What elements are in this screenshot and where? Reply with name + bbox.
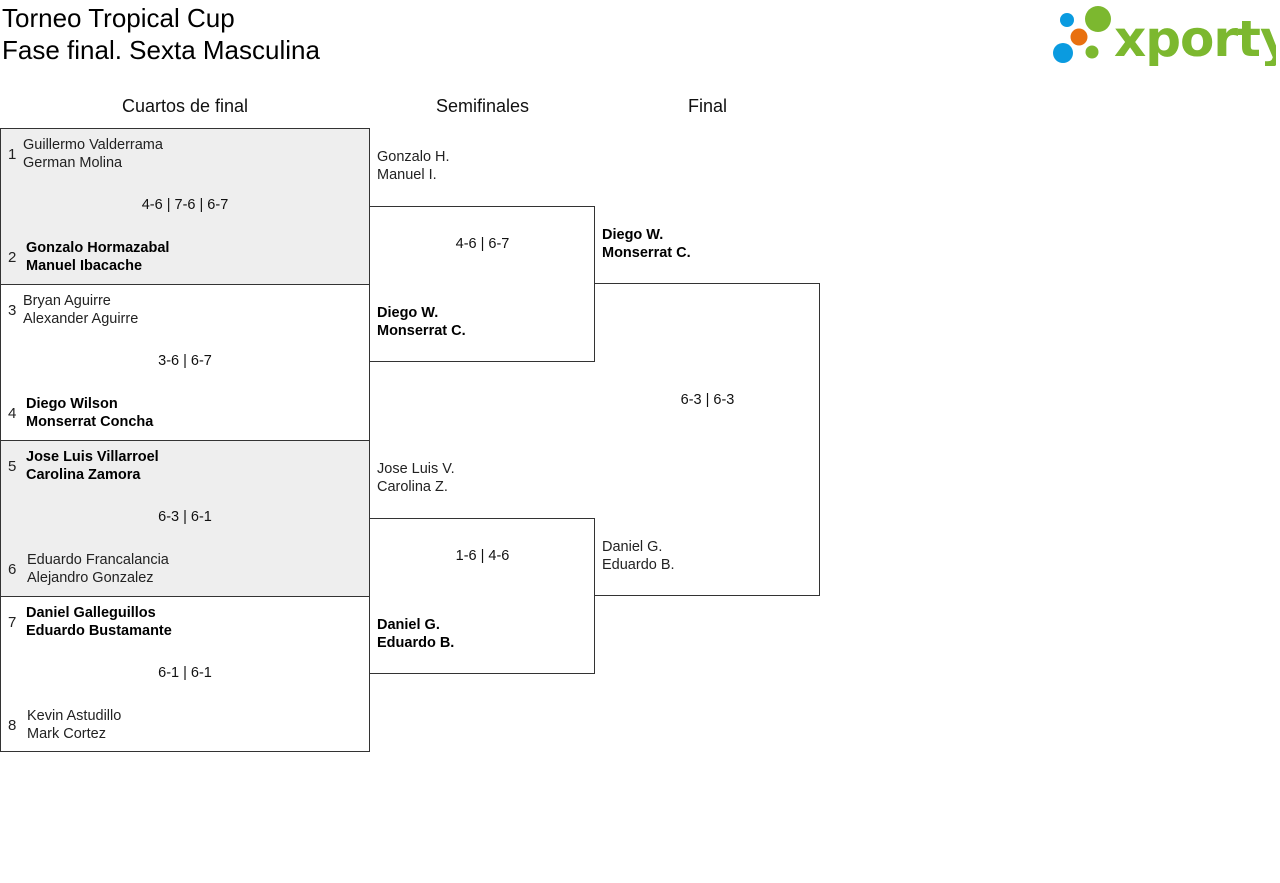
player-name: Daniel G.: [377, 617, 440, 633]
player-name: Monserrat C.: [602, 245, 691, 261]
sf-team: Jose Luis V. Carolina Z.: [377, 460, 455, 496]
player-name: Jose Luis Villarroel: [26, 449, 159, 465]
column-header-final: Final: [687, 96, 727, 116]
qf-match-box: [0, 596, 370, 752]
player-name: Daniel G.: [602, 539, 663, 555]
player-name: Diego Wilson: [26, 396, 118, 412]
player-name: Eduardo Francalancia: [27, 552, 169, 568]
seed-number: 8: [8, 717, 17, 734]
sf-team: Diego W. Monserrat C.: [377, 304, 466, 340]
column-header-qf: Cuartos de final: [121, 96, 249, 116]
player-name: Diego W.: [377, 305, 439, 321]
svg-text:xporty: xporty: [1114, 10, 1276, 66]
player-name: Manuel Ibacache: [26, 258, 143, 274]
player-name: Mark Cortez: [27, 726, 106, 742]
seed-number: 7: [8, 614, 17, 631]
match-score: 4-6 | 6-7: [455, 236, 510, 252]
qf-match-box: [0, 440, 370, 597]
seed-number: 6: [8, 561, 17, 578]
match-score: 6-3 | 6-1: [158, 509, 212, 525]
sf-match-box: [369, 206, 595, 362]
player-name: Guillermo Valderrama: [23, 137, 163, 153]
seed-number: 4: [8, 405, 17, 422]
player-name: Monserrat Concha: [26, 414, 154, 430]
player-name: Alejandro Gonzalez: [27, 570, 154, 586]
final-match-box: [594, 283, 820, 596]
match-score: 3-6 | 6-7: [158, 353, 212, 369]
sf-team: Daniel G. Eduardo B.: [377, 616, 454, 652]
player-name: Diego W.: [602, 227, 664, 243]
seed-number: 3: [8, 302, 17, 319]
player-name: Kevin Astudillo: [27, 708, 122, 724]
column-header-sf: Semifinales: [435, 96, 530, 116]
player-name: Eduardo B.: [602, 557, 675, 573]
final-team: Diego W. Monserrat C.: [602, 226, 691, 262]
player-name: Gonzalo Hormazabal: [26, 240, 170, 256]
player-name: Eduardo Bustamante: [26, 623, 172, 639]
match-score: 6-3 | 6-3: [680, 392, 735, 408]
player-name: Manuel I.: [377, 167, 437, 183]
final-team: Daniel G. Eduardo B.: [602, 538, 675, 574]
match-score: 6-1 | 6-1: [158, 665, 212, 681]
match-score: 1-6 | 4-6: [455, 548, 510, 564]
player-name: Daniel Galleguillos: [26, 605, 156, 621]
seed-number: 2: [8, 249, 17, 266]
sf-team: Gonzalo H. Manuel I.: [377, 148, 450, 184]
player-name: Alexander Aguirre: [23, 311, 139, 327]
player-name: Monserrat C.: [377, 323, 466, 339]
player-name: German Molina: [23, 155, 123, 171]
match-score: 4-6 | 7-6 | 6-7: [141, 197, 229, 213]
player-name: Eduardo B.: [377, 635, 455, 651]
title-line-1: Torneo Tropical Cup: [2, 3, 235, 33]
xporty-logo: xporty: [1053, 6, 1276, 66]
title-line-2: Fase final. Sexta Masculina: [2, 35, 320, 65]
seed-number: 5: [8, 458, 17, 475]
sf-match-box: [369, 518, 595, 674]
player-name: Bryan Aguirre: [23, 293, 111, 309]
qf-match-box: [0, 128, 370, 285]
seed-number: 1: [8, 146, 17, 163]
player-name: Carolina Z.: [377, 479, 448, 495]
page-title: Torneo Tropical Cup Fase final. Sexta Ma…: [2, 2, 320, 66]
player-name: Gonzalo H.: [377, 149, 450, 165]
player-name: Carolina Zamora: [26, 467, 141, 483]
player-name: Jose Luis V.: [377, 461, 455, 477]
